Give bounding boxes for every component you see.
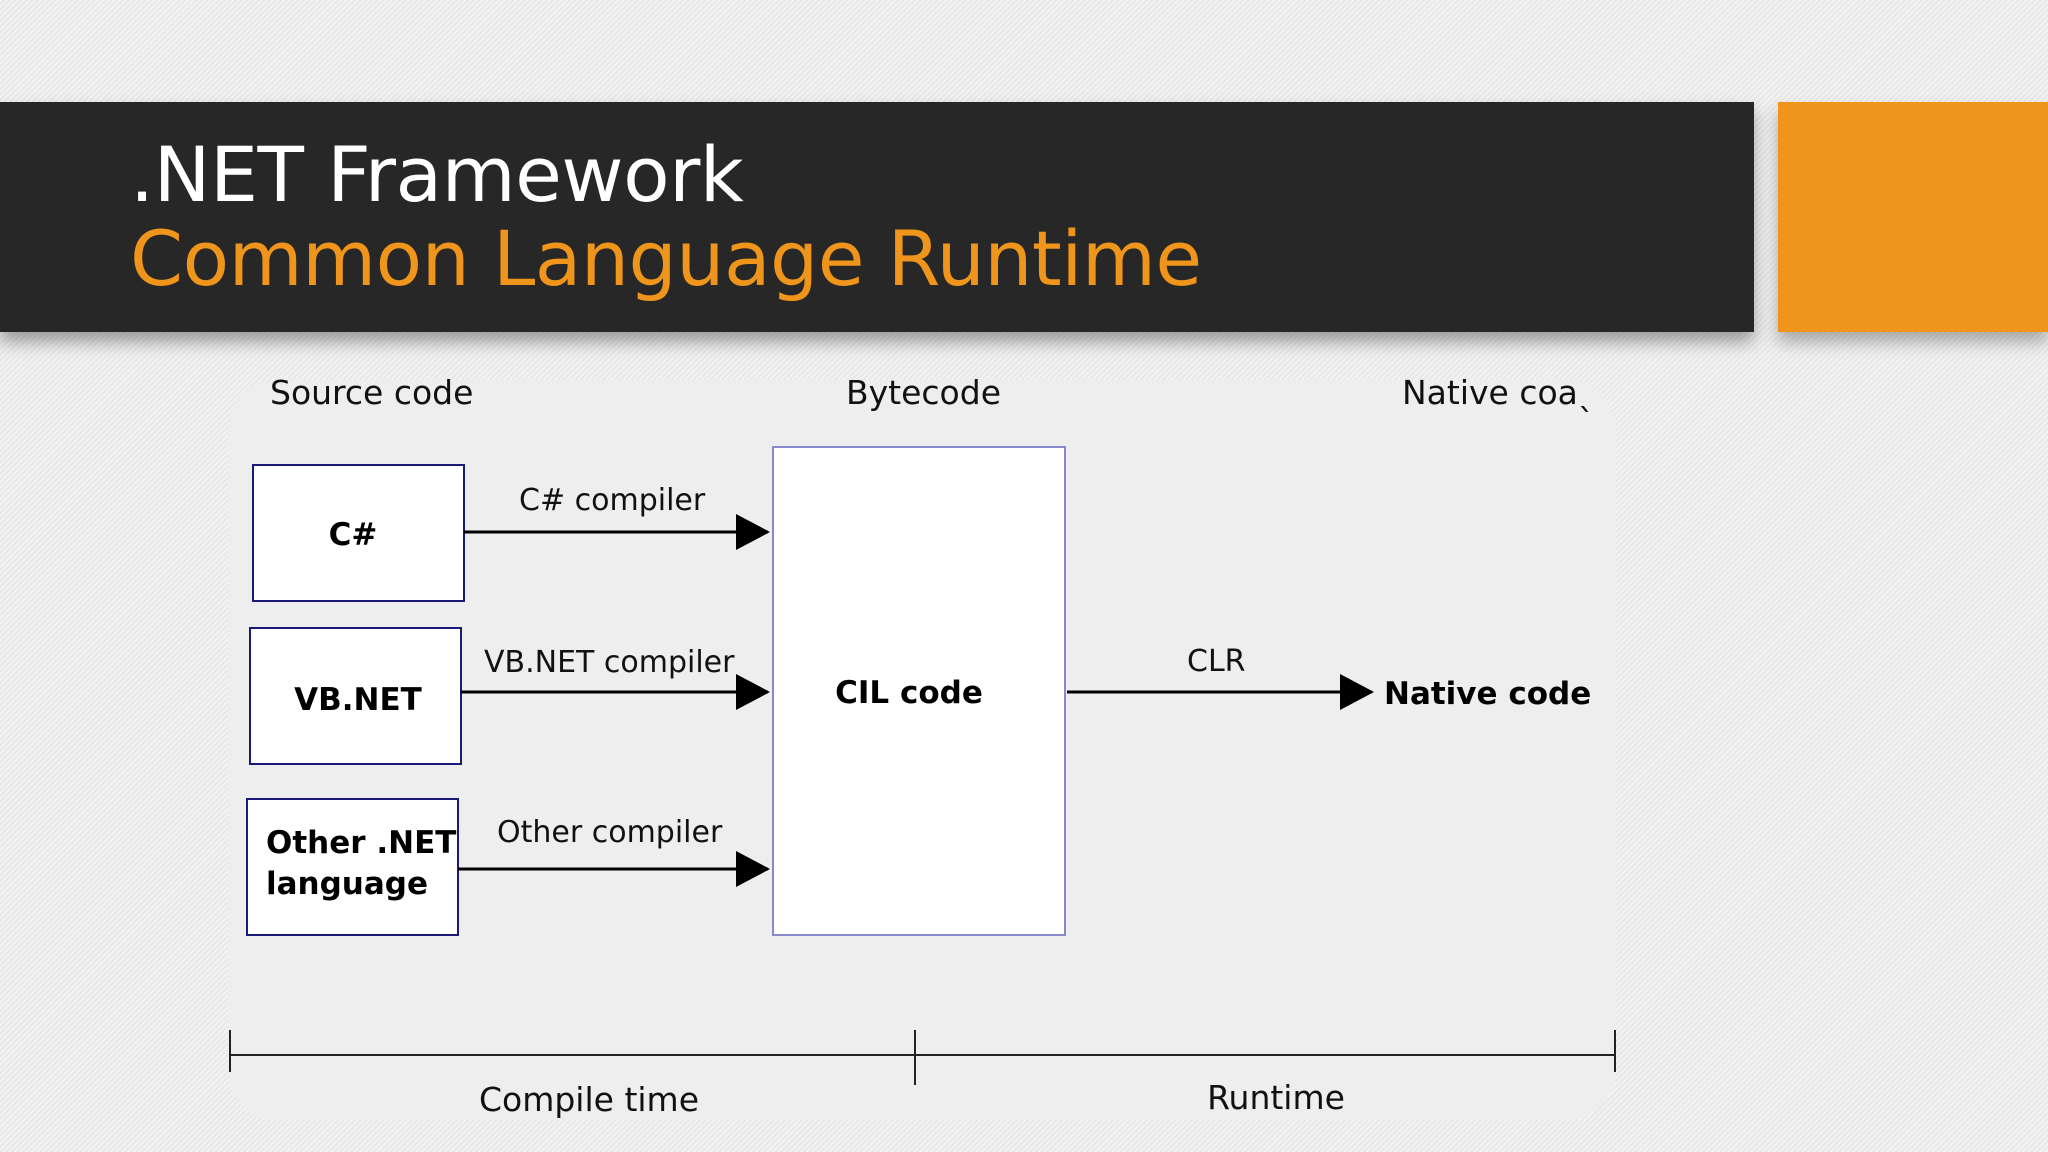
header-native-code: Native coaˎ — [1402, 373, 1594, 412]
label-compile-time: Compile time — [479, 1080, 699, 1119]
header-source-code: Source code — [270, 373, 473, 412]
label-clr: CLR — [1187, 644, 1246, 679]
source-label-other-line2: language — [266, 866, 428, 902]
slide-subtitle: Common Language Runtime — [130, 214, 1202, 303]
header-bytecode: Bytecode — [846, 373, 1001, 412]
label-vbnet-compiler: VB.NET compiler — [484, 645, 735, 680]
accent-block — [1778, 102, 2048, 332]
slide-title: .NET Framework — [130, 130, 744, 219]
source-box-vbnet — [249, 627, 462, 765]
source-label-other-line1: Other .NET — [266, 825, 456, 861]
title-band — [0, 102, 1754, 332]
native-code-output: Native code — [1384, 676, 1591, 712]
cil-code-label: CIL code — [835, 675, 983, 711]
label-runtime: Runtime — [1207, 1078, 1345, 1117]
source-box-csharp — [252, 464, 465, 602]
source-label-csharp: C# — [329, 517, 378, 553]
source-box-other — [246, 798, 459, 936]
cil-code-box — [772, 446, 1066, 936]
label-csharp-compiler: C# compiler — [519, 483, 706, 518]
source-label-vbnet: VB.NET — [294, 682, 422, 718]
label-other-compiler: Other compiler — [497, 815, 723, 850]
